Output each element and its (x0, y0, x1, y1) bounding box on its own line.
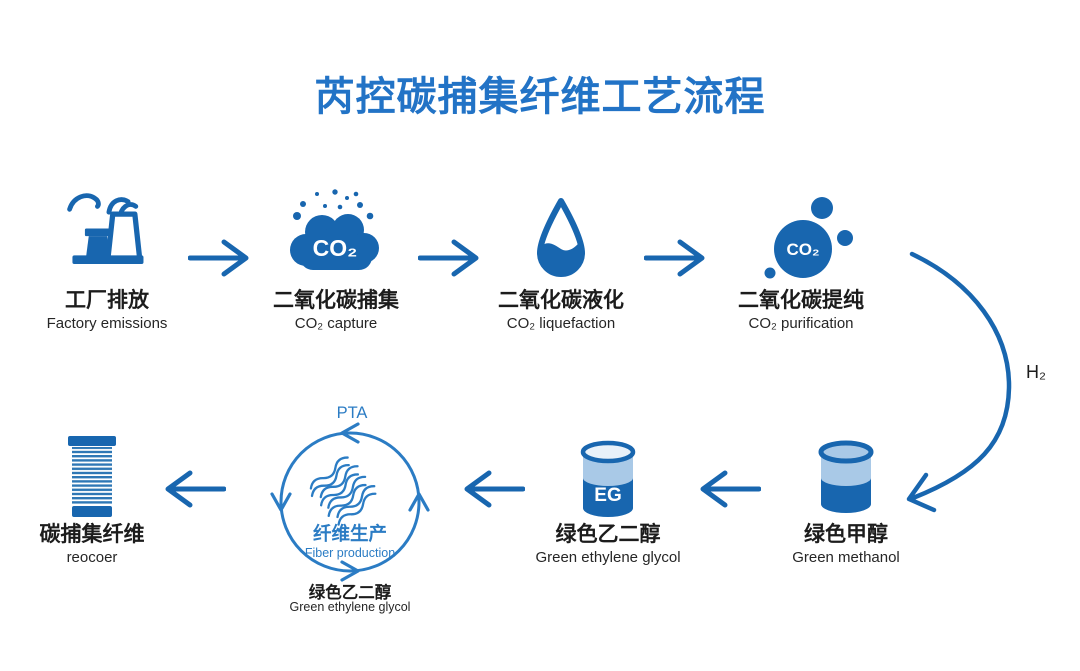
diagram-title: 芮控碳捕集纤维工艺流程 (314, 75, 766, 119)
stage-co2-liquefaction: 二氧化碳液化 CO₂ liquefaction (451, 183, 671, 333)
co2-bubbles-icon: CO₂ (691, 183, 911, 283)
methanol-cylinder-icon (736, 428, 956, 520)
stage-label-zh: 绿色甲醇 (804, 523, 888, 546)
flow-arrow-right-1 (188, 239, 249, 277)
stage-label-zh: 二氧化碳提纯 (738, 289, 864, 312)
stage-label-en: Green methanol (792, 549, 900, 567)
flow-arrow-right-3 (644, 239, 705, 277)
co2-cloud-icon: CO₂ (226, 183, 446, 283)
eg-cylinder-icon: EG (498, 428, 718, 520)
fiber-spool-icon (0, 428, 202, 520)
factory-icon (0, 183, 217, 283)
stage-label-zh: 二氧化碳液化 (498, 289, 624, 312)
eg-cylinder-text: EG (594, 485, 621, 506)
stage-label-zh: 二氧化碳捕集 (273, 289, 399, 312)
droplet-icon (451, 183, 671, 283)
flow-arrow-left-2 (464, 470, 525, 508)
stage-green-methanol: 绿色甲醇 Green methanol (736, 428, 956, 567)
stage-carbon-capture-fiber: 碳捕集纤维 reocoer (0, 428, 202, 567)
h2-label: H₂ (1026, 362, 1046, 382)
stage-label-en: CO₂ liquefaction (506, 315, 616, 333)
co2-bubble-text: CO₂ (786, 240, 819, 259)
stage-label-en: Factory emissions (46, 315, 168, 333)
stage-label-zh: 工厂排放 (65, 289, 149, 312)
flow-arrow-right-2 (418, 239, 479, 277)
stage-label-en: reocoer (66, 549, 118, 567)
h2-curved-arrow (906, 251, 1012, 513)
stage-label-en: Green ethylene glycol (535, 549, 681, 567)
fiber-cycle-icon: PTA 纤维生产 Fiber production (270, 404, 430, 582)
stage-co2-purification: CO₂ 二氧化碳提纯 CO₂ purification (691, 183, 911, 333)
stage-label-en: CO₂ purification (748, 315, 854, 333)
co2-cloud-text: CO₂ (313, 235, 358, 261)
stage-label-en: CO₂ capture (294, 315, 378, 333)
fiber-below-label-zh: 绿色乙二醇 (308, 584, 392, 602)
flow-arrow-left-3 (165, 470, 226, 508)
flow-arrow-left-1 (700, 470, 761, 508)
fiber-cycle-en-label: Fiber production (305, 546, 395, 560)
pta-label: PTA (337, 404, 368, 422)
stage-label-zh: 绿色乙二醇 (555, 523, 661, 546)
fiber-cycle-zh-label: 纤维生产 (313, 523, 387, 544)
stage-factory-emissions: 工厂排放 Factory emissions (0, 183, 217, 333)
fiber-below-label-en: Green ethylene glycol (289, 600, 411, 614)
stage-green-ethylene-glycol: EG 绿色乙二醇 Green ethylene glycol (498, 428, 718, 567)
stage-co2-capture: CO₂ 二氧化碳捕集 CO₂ capture (226, 183, 446, 333)
fiber-strands (309, 456, 377, 526)
stage-label-zh: 碳捕集纤维 (39, 523, 145, 546)
